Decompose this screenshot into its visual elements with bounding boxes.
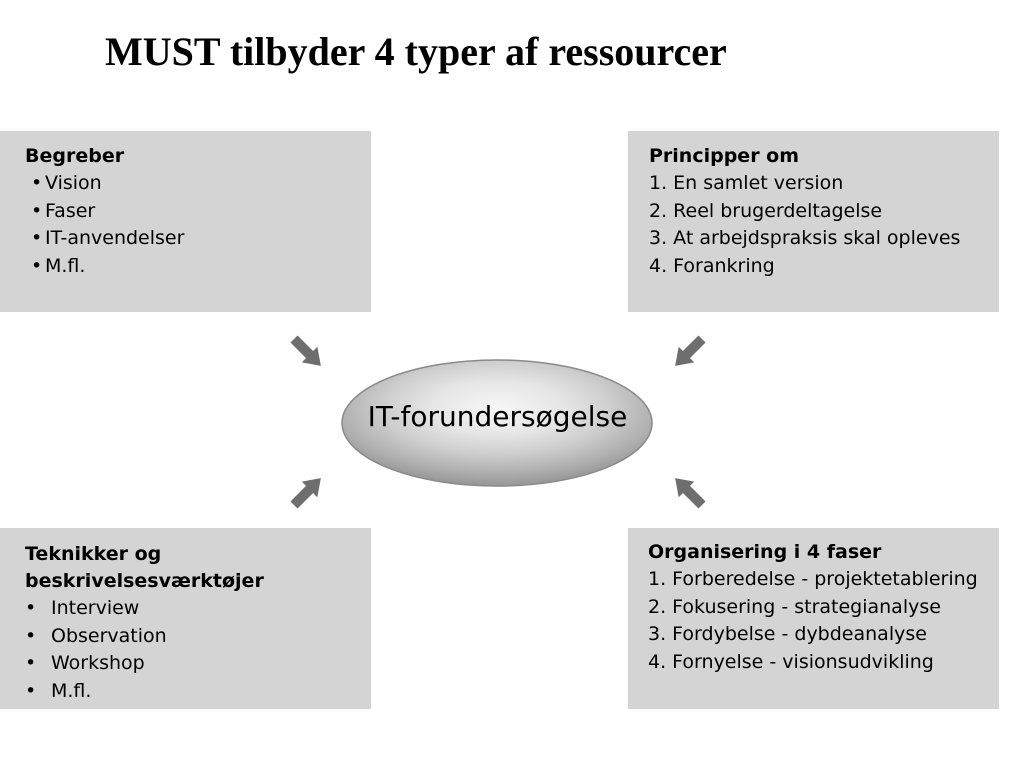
box-heading-line2: beskrivelsesværktøjer <box>25 570 264 592</box>
list-item-text: M.fl. <box>51 679 92 702</box>
numbered-list: 1. En samlet version 2. Reel brugerdelta… <box>649 170 999 280</box>
list-item-text: Workshop <box>51 652 145 674</box>
list-item: 1. En samlet version <box>649 172 844 194</box>
bullet-icon: • <box>25 597 37 619</box>
bullet-list: • Interview • Observation • Workshop • M.fl. <box>25 595 371 705</box>
bullet-icon: • <box>25 652 37 674</box>
list-item-text: Faser <box>45 199 96 222</box>
list-item-text: Vision <box>45 172 102 194</box>
box-organisering: Organisering i 4 faser 1. Forberedelse -… <box>628 528 999 709</box>
box-heading: Principper om <box>649 145 800 167</box>
box-principper: Principper om 1. En samlet version 2. Re… <box>628 131 999 312</box>
list-item-text: IT-anvendelser <box>45 227 185 249</box>
list-item: •M.fl. <box>25 253 371 281</box>
center-label: IT-forundersøgelse <box>367 400 628 433</box>
list-item: •Vision <box>25 170 371 198</box>
list-item: 2. Fokusering - strategianalyse <box>648 595 941 618</box>
list-item: • Observation <box>25 623 371 651</box>
box-heading: Begreber <box>25 145 125 167</box>
list-item: 1. Forberedelse - projektetablering <box>648 568 978 590</box>
list-item-text: Interview <box>51 597 140 619</box>
bullet-icon: • <box>31 199 43 222</box>
list-item: • Interview <box>25 595 371 623</box>
list-item: 4. Forankring <box>649 254 775 277</box>
list-item-text: Observation <box>51 624 167 647</box>
arrow-bottom-right-icon <box>675 478 706 509</box>
box-heading-line1: Teknikker og <box>25 543 162 565</box>
box-heading: Organisering i 4 faser <box>648 541 882 563</box>
list-item: •IT-anvendelser <box>25 225 371 253</box>
numbered-list: 1. Forberedelse - projektetablering 2. F… <box>648 566 999 676</box>
bullet-icon: • <box>25 624 37 647</box>
list-item: • M.fl. <box>25 678 371 706</box>
page-title: MUST tilbyder 4 typer af ressourcer <box>105 29 727 74</box>
list-item: •Faser <box>25 198 371 226</box>
list-item: 4. Fornyelse - visionsudvikling <box>648 650 934 673</box>
box-begreber: Begreber •Vision •Faser •IT-anvendelser … <box>0 131 371 312</box>
box-teknikker: Teknikker og beskrivelsesværktøjer • Inte… <box>0 528 371 709</box>
bullet-icon: • <box>31 254 43 277</box>
center-ellipse <box>341 359 653 487</box>
bullet-icon: • <box>25 679 37 702</box>
list-item: 3. At arbejdspraksis skal opleves <box>649 227 961 249</box>
bullet-list: •Vision •Faser •IT-anvendelser •M.fl. <box>25 170 371 280</box>
list-item: 3. Fordybelse - dybdeanalyse <box>648 623 927 645</box>
bullet-icon: • <box>31 172 43 194</box>
bullet-icon: • <box>31 227 43 249</box>
list-item: 2. Reel brugerdeltagelse <box>649 199 883 222</box>
list-item: • Workshop <box>25 650 371 678</box>
list-item-text: M.fl. <box>45 254 86 277</box>
arrow-bottom-left-icon <box>290 478 321 509</box>
arrow-top-left-icon <box>290 335 321 366</box>
arrow-top-right-icon <box>675 335 706 366</box>
